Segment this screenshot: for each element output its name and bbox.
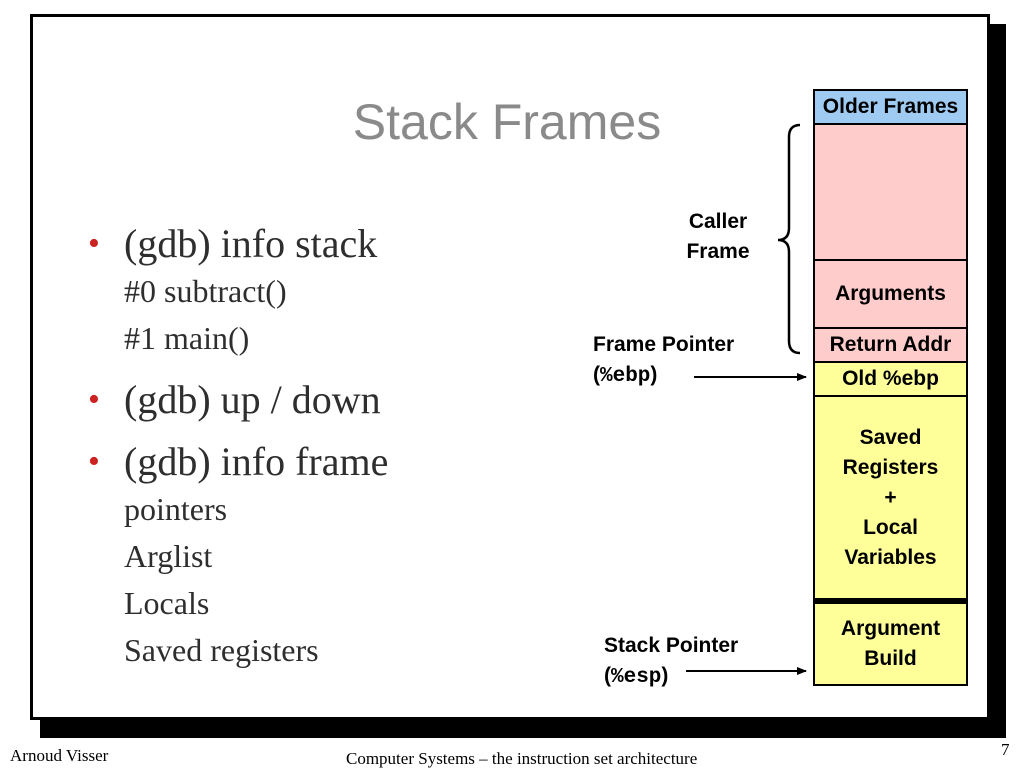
footer-page-number: 7 <box>1001 740 1010 759</box>
caller-frame-label: Caller Frame <box>676 207 760 267</box>
arguments-label: Arguments <box>835 282 946 305</box>
bullet-dot-icon: • <box>88 443 100 480</box>
caller-frame-block <box>813 125 968 261</box>
esp-register-label: (%esp) <box>604 664 669 689</box>
bullet-dot-icon: • <box>88 381 100 418</box>
frame-pointer-text: Frame Pointer <box>593 333 735 356</box>
saved-label-line: Local <box>863 515 918 539</box>
sub-item: Locals <box>124 585 210 621</box>
sub-item: Arglist <box>124 538 213 574</box>
sub-item: #0 subtract() <box>124 273 287 309</box>
slide-title: Stack Frames <box>352 94 662 150</box>
old-ebp-label: Old %ebp <box>842 367 939 390</box>
bullet-text: (gdb) up / down <box>124 377 381 422</box>
saved-label-line: Saved <box>859 425 922 449</box>
bullet-item: • (gdb) info frame <box>88 438 558 486</box>
stack-pointer-text: Stack Pointer <box>604 634 739 657</box>
saved-registers-block: Saved Registers + Local Variables <box>813 395 968 600</box>
return-addr-label: Return Addr <box>829 333 952 356</box>
sub-item: pointers <box>124 491 228 527</box>
saved-label-line: Variables <box>844 545 937 569</box>
esp-register: %esp <box>611 666 662 689</box>
sub-item: Saved registers <box>124 632 319 668</box>
caller-frame-line: Caller <box>688 210 748 233</box>
caller-frame-brace-icon <box>777 123 801 355</box>
bullet-text: (gdb) info frame <box>124 439 389 484</box>
footer-course: Computer Systems – the instruction set a… <box>346 749 698 768</box>
argument-build-line: Argument <box>840 617 941 640</box>
caller-frame-line: Frame <box>686 240 750 263</box>
argument-build-block: Argument Build <box>813 600 968 686</box>
bullet-item: • (gdb) info stack <box>88 220 558 268</box>
stack-pointer-label: Stack Pointer (%esp) <box>604 631 738 693</box>
argument-build-line: Build <box>864 647 917 670</box>
older-frames-label: Older Frames <box>822 95 959 118</box>
bullet-dot-icon: • <box>88 225 100 262</box>
ebp-register: %ebp <box>600 365 651 388</box>
bullet-item: • (gdb) up / down <box>88 376 558 424</box>
saved-label-line: + <box>884 485 897 509</box>
saved-label-line: Registers <box>842 455 939 479</box>
bullet-text: (gdb) info stack <box>124 221 378 266</box>
frame-pointer-label: Frame Pointer (%ebp) <box>593 330 734 392</box>
footer-author: Arnoud Visser <box>10 746 109 765</box>
bullet-list: • (gdb) info stack #0 subtract() #1 main… <box>88 220 558 674</box>
sub-item: #1 main() <box>124 320 250 356</box>
older-frames-block: Older Frames <box>813 89 968 125</box>
return-addr-block: Return Addr <box>813 327 968 363</box>
ebp-register-label: (%ebp) <box>593 363 658 388</box>
